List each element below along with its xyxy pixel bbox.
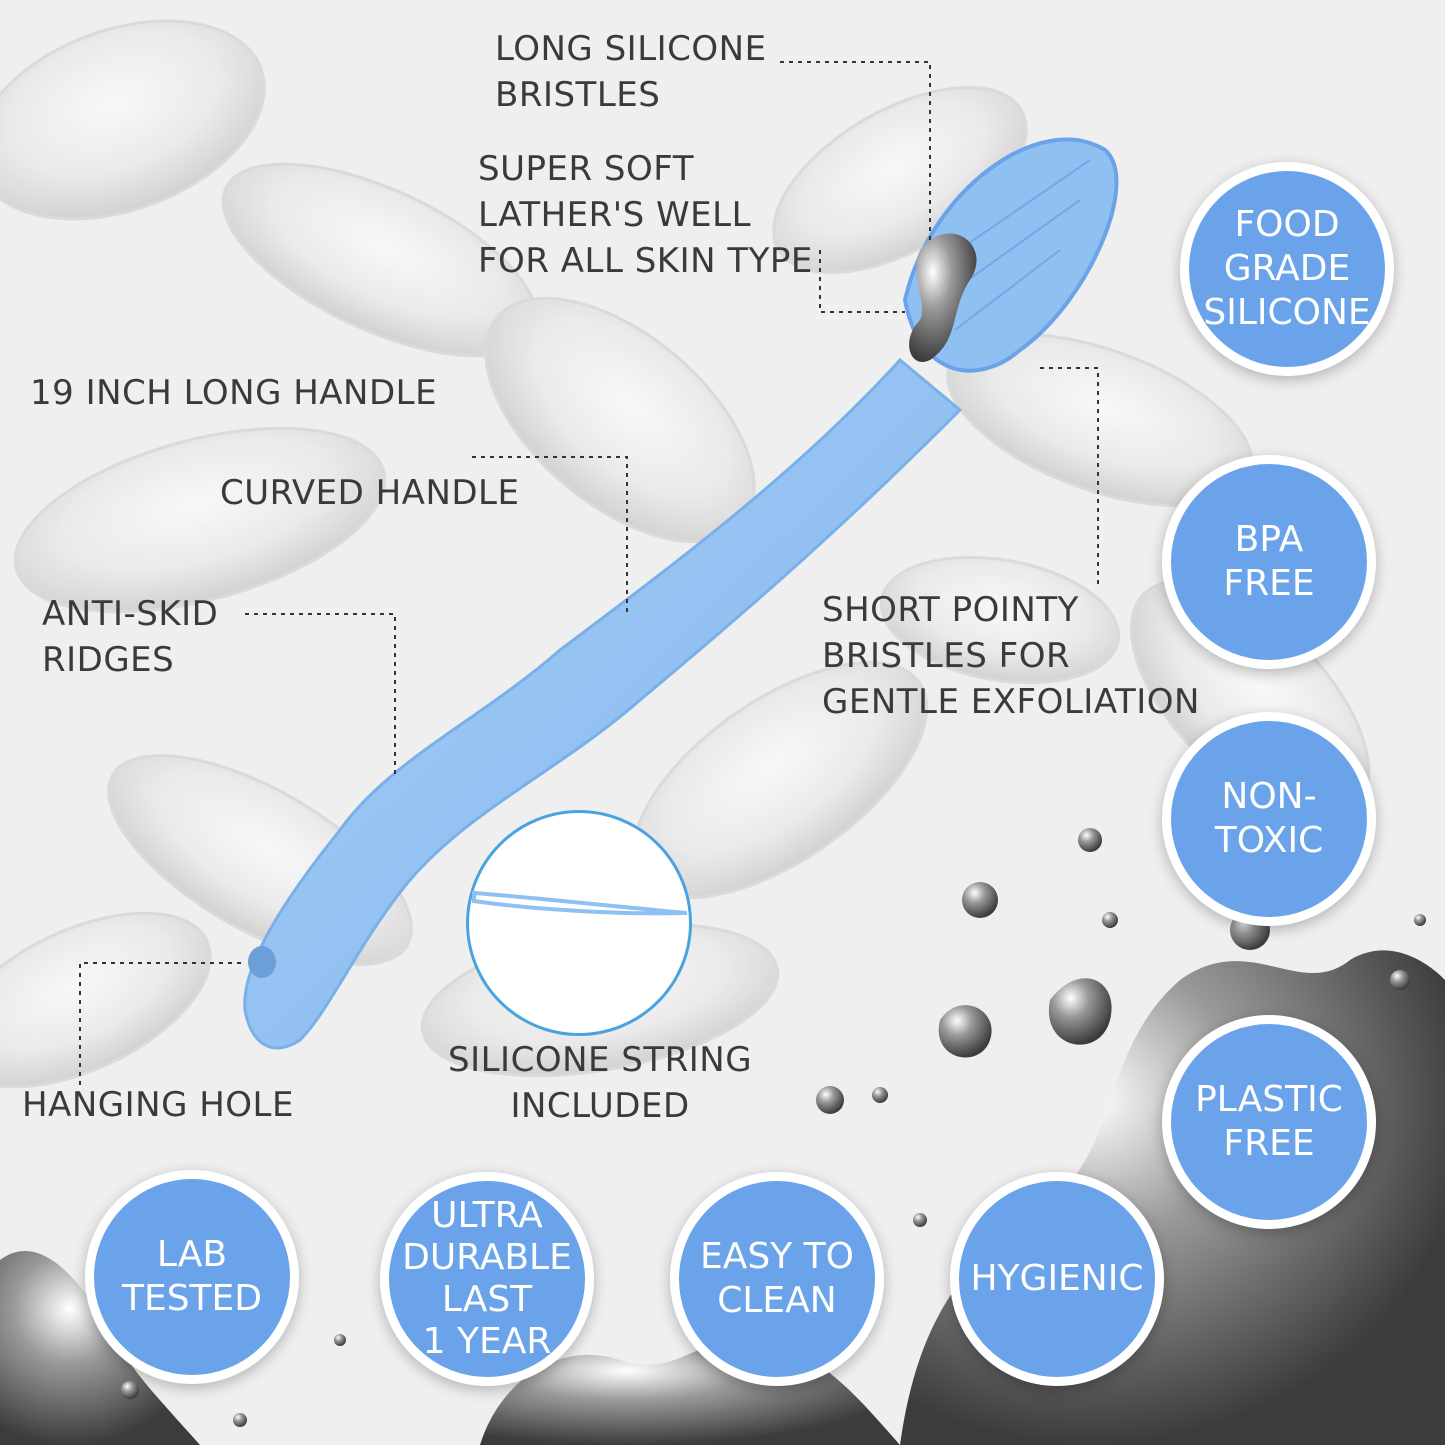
badge-hygienic: HYGIENIC [950,1172,1164,1386]
callout-curved-handle: CURVED HANDLE [220,473,520,513]
callout-long-handle: 19 INCH LONG HANDLE [30,373,438,413]
callout-short-bristles: SHORT POINTY BRISTLES FOR GENTLE EXFOLIA… [822,590,1200,722]
silicone-string-icon [466,810,692,1036]
callout-silicone-string: SILICONE STRING INCLUDED [448,1040,753,1126]
callout-anti-skid: ANTI-SKID RIDGES [42,594,219,680]
callout-super-soft: SUPER SOFT LATHER'S WELL FOR ALL SKIN TY… [478,149,813,281]
badge-non-toxic: NON-TOXIC [1162,712,1376,926]
callout-long-bristles: LONG SILICONE BRISTLES [495,29,767,115]
callout-hanging-hole: HANGING HOLE [22,1085,294,1125]
string-loop-icon [472,890,688,916]
